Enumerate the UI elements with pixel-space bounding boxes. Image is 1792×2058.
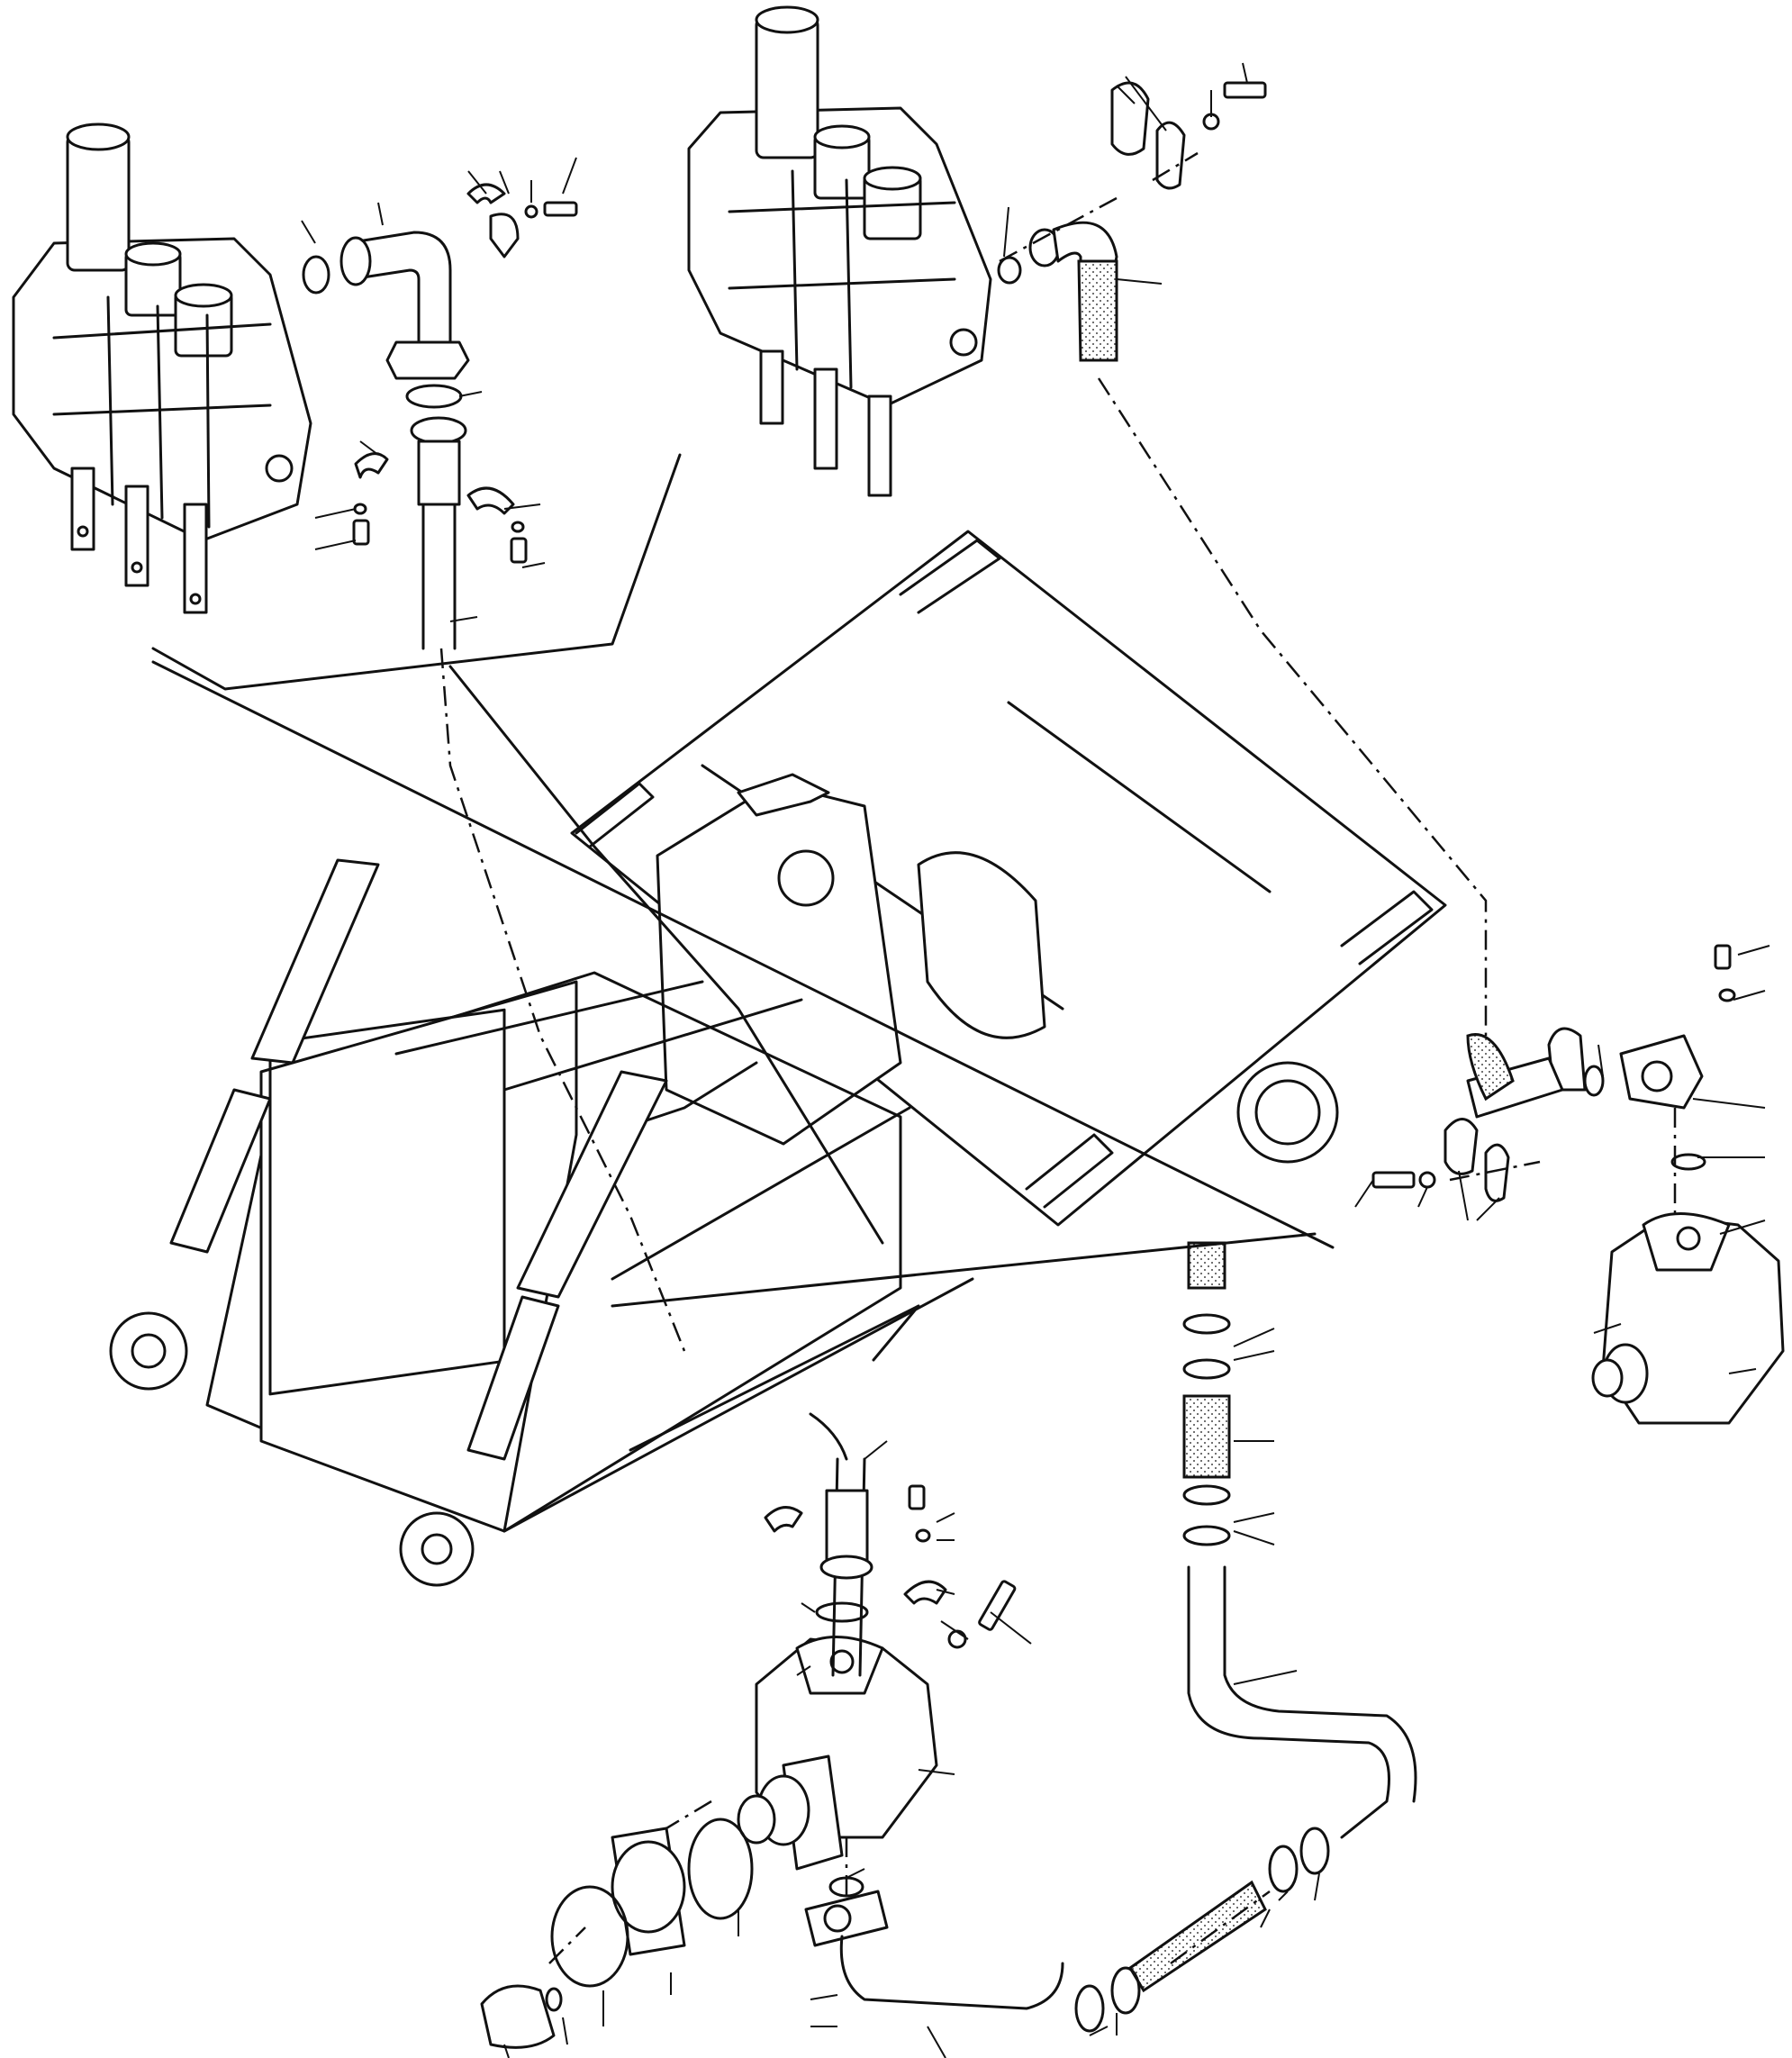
lift-cylinders (109, 858, 668, 1587)
connection-lines (439, 151, 1677, 1965)
control-valve-right (687, 5, 992, 497)
connection-leaders (151, 453, 1317, 1461)
suction-hose-assembly-top (997, 81, 1267, 362)
pressure-hose-assembly-bottom (764, 1457, 1017, 1677)
machine-frame (151, 530, 1447, 1533)
callout-leaders (301, 62, 1770, 2058)
hydraulic-pump-right (1371, 944, 1785, 1425)
pressure-hose-assembly-left (302, 183, 578, 650)
suction-hose-assembly-bottom (1074, 1241, 1417, 2033)
control-valve-left (12, 122, 312, 614)
hydraulic-pump-main (480, 1636, 1064, 2049)
